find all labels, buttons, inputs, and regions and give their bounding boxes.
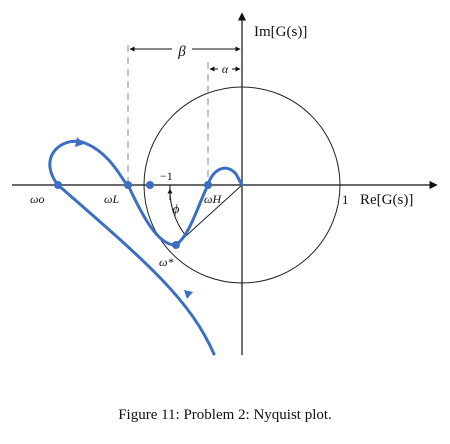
one-label: 1 [342, 192, 349, 207]
re-axis-label: Re[G(s)] [360, 192, 413, 208]
omega-H-label: ωH [204, 192, 222, 206]
nyquist-curve [48, 139, 244, 356]
point-omega-H [204, 181, 212, 189]
point-omega-L [124, 181, 132, 189]
figure-caption: Figure 11: Problem 2: Nyquist plot. [118, 407, 332, 423]
phase-radial-line [175, 184, 243, 246]
omega-star-label: ω* [159, 255, 173, 269]
unit-circle [143, 86, 341, 284]
omega-L-label: ωL [104, 192, 119, 206]
nyquist-diagram: β α ϕ Im[G(s)] Re[G(s)] −1 1 ωo ωL ωH ω* [12, 12, 438, 356]
alpha-label: α [222, 62, 229, 76]
phi-label: ϕ [173, 201, 180, 216]
im-axis-label: Im[G(s)] [254, 24, 307, 40]
curve-direction-arrow-lower [184, 290, 193, 299]
point-minus-one [146, 181, 154, 189]
beta-label: β [177, 44, 186, 60]
omega-o-label: ωo [30, 192, 44, 206]
minus-one-label: −1 [160, 169, 173, 183]
point-omega-star [172, 241, 180, 249]
point-omega-o [54, 181, 62, 189]
curve-direction-arrow-upper [75, 137, 84, 147]
